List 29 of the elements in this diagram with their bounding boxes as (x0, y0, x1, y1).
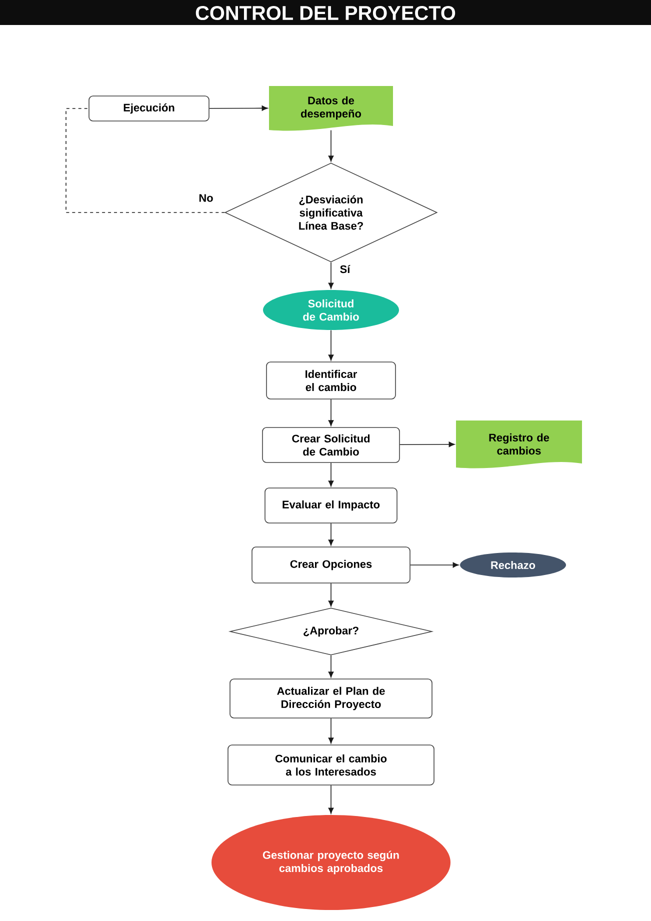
arrow (410, 562, 459, 568)
arrow (328, 718, 334, 744)
document-box: Datos de desempeño (269, 86, 393, 131)
arrow (328, 523, 334, 546)
process-box: Crear Opciones (252, 546, 410, 584)
process-box: Comunicar el cambio a los Interesados (228, 744, 434, 786)
arrow (328, 655, 334, 678)
process-box: Crear Solicitud de Cambio (262, 427, 400, 463)
oval: Rechazo (460, 552, 566, 578)
arrow (400, 442, 455, 448)
arrow (328, 583, 334, 607)
process-box: Identificar el cambio (266, 362, 396, 400)
edge-label: No (198, 193, 214, 203)
oval: Gestionar proyecto según cambios aprobados (212, 815, 450, 910)
arrow (328, 785, 334, 814)
arrow (328, 330, 334, 361)
oval: Solicitud de Cambio (263, 290, 399, 330)
arrow (328, 130, 334, 162)
arrow (328, 399, 334, 426)
document-box: Registro de cambios (456, 420, 582, 468)
arrow (209, 106, 268, 111)
process-box: Ejecución (88, 96, 210, 122)
connector-line (66, 108, 225, 213)
edge-label: Sí (338, 264, 352, 274)
process-box: Evaluar el Impacto (264, 488, 398, 524)
header-bar: CONTROL DEL PROYECTO (0, 0, 651, 25)
arrow (328, 462, 334, 487)
process-box: Actualizar el Plan de Dirección Proyecto (230, 678, 432, 718)
arrow (328, 262, 334, 289)
